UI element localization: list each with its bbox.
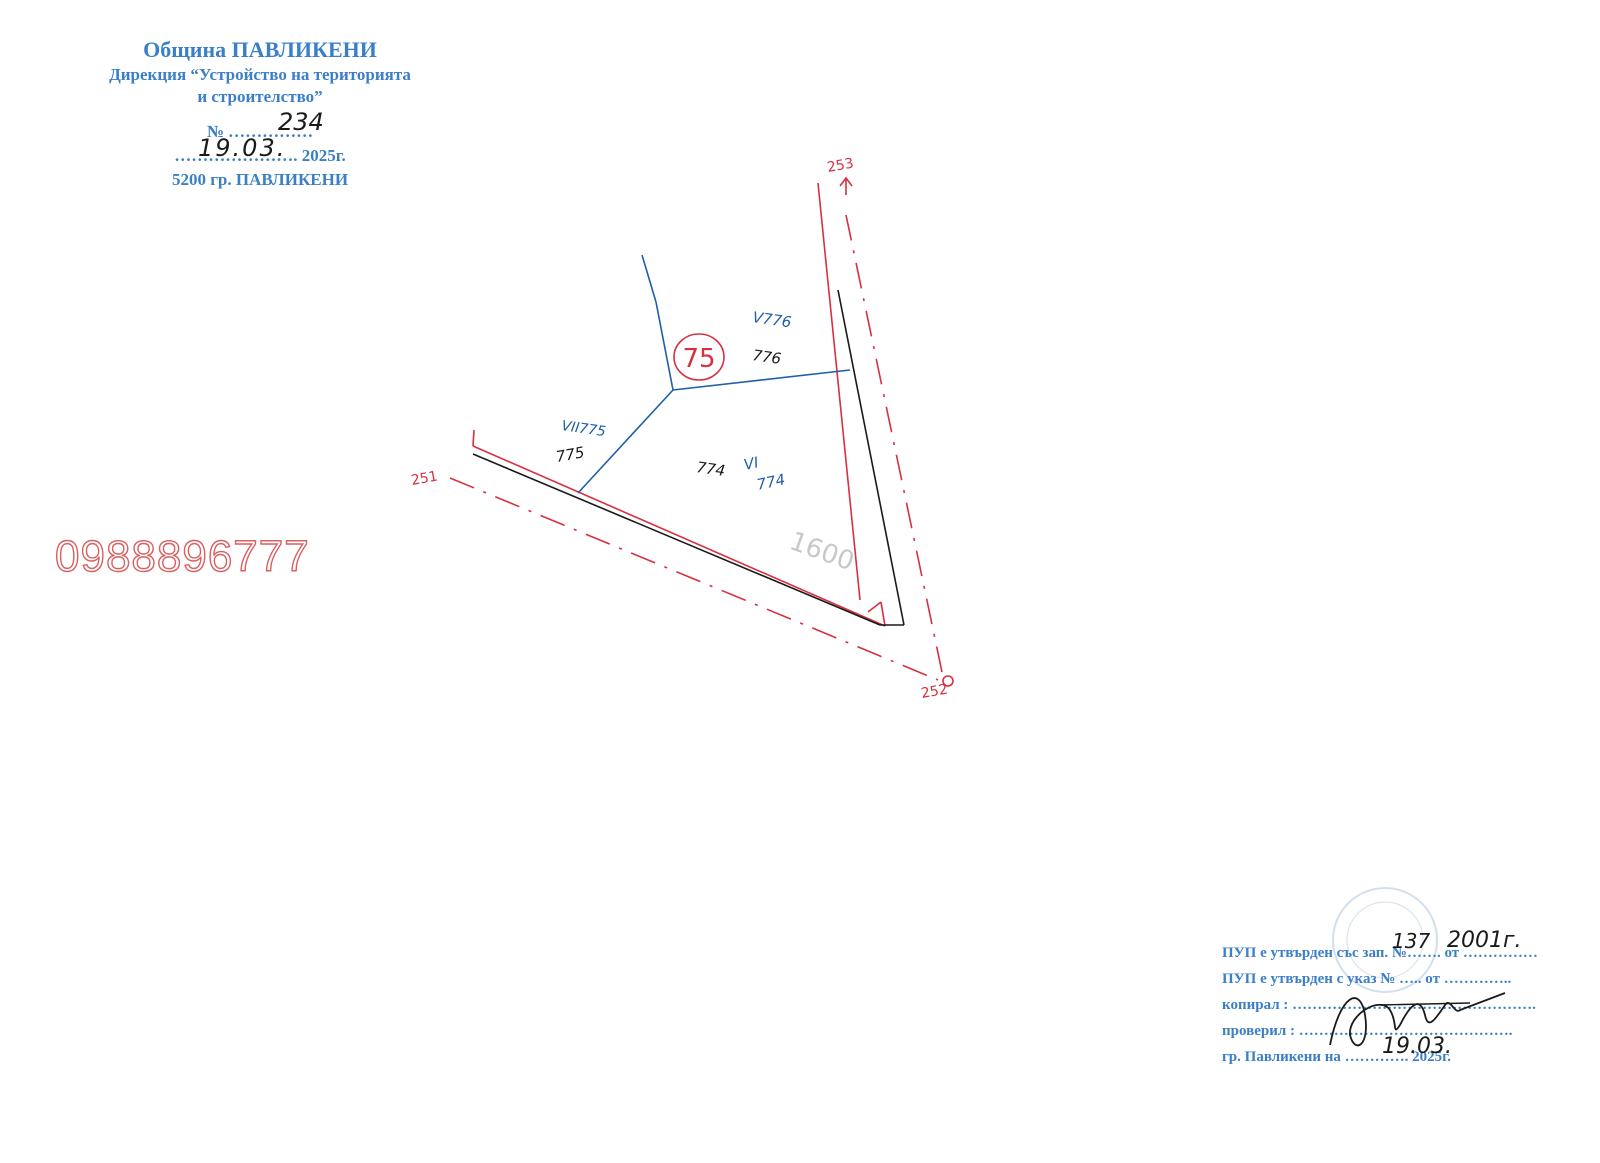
round-seal xyxy=(1332,887,1438,993)
parcel-label-vi: VI xyxy=(742,453,761,474)
approval-line-1: ПУП е утвърден със зап. №……. от …………… 13… xyxy=(1222,928,1582,966)
block-number: 75 xyxy=(682,344,715,374)
point-253-label: 253 xyxy=(826,156,855,176)
signature xyxy=(1329,992,1506,1047)
parcel-boundary-east xyxy=(837,289,905,626)
stamp-number-label: № …………… xyxy=(206,122,314,141)
approval-line-4: проверил : ……………………………………. xyxy=(1222,1023,1513,1039)
stamp-number-handwritten: 234 xyxy=(278,108,324,136)
approval-order-number: 137 xyxy=(1392,929,1431,953)
stamp-date-row: …………………. 2025г. 19.03. xyxy=(40,136,480,168)
parcel-boundary-south xyxy=(472,453,881,626)
phone-watermark: 0988896777 xyxy=(54,531,310,581)
stamp-line-1: Община ПАВЛИКЕНИ xyxy=(143,37,377,62)
point-251-label: 251 xyxy=(410,469,439,489)
point-252-label: 252 xyxy=(920,682,949,702)
stamp-line-3: и строителство” xyxy=(197,87,323,106)
approval-line-2: ПУП е утвърден с указ № ….. от ………….. xyxy=(1222,971,1512,987)
corner-mark-2 xyxy=(880,601,886,627)
approval-handwritten-date: 19.03. xyxy=(1382,1034,1452,1059)
municipality-stamp: Община ПАВЛИКЕНИ Дирекция “Устройство на… xyxy=(40,36,480,192)
parcel-label-v776: V776 xyxy=(751,308,792,331)
parcel-area: 1600 xyxy=(786,526,858,577)
corner-mark-1 xyxy=(867,601,882,613)
red-line-south xyxy=(472,445,886,627)
parcel-number-776: 776 xyxy=(751,346,782,368)
axis-line-east xyxy=(845,214,943,673)
approval-line-5: гр. Павликени на …………. 2025г. 19.03. xyxy=(1222,1034,1582,1070)
parcel-number-774: 774 xyxy=(695,458,726,480)
approval-order-text: ПУП е утвърден със зап. №……. от …………… xyxy=(1222,945,1538,961)
parcel-line-north xyxy=(641,254,657,303)
arrow-253-head xyxy=(839,176,853,187)
parcel-number-775: 775 xyxy=(555,443,586,466)
parcel-line-southwest xyxy=(577,389,674,494)
point-252-marker xyxy=(942,675,954,687)
approval-place-date: гр. Павликени на …………. 2025г. xyxy=(1222,1049,1452,1065)
parcel-line-north-2 xyxy=(655,301,674,391)
red-line-tick xyxy=(472,429,475,447)
stamp-date-label: …………………. 2025г. xyxy=(174,146,346,165)
parcel-label-vii775: VII775 xyxy=(560,418,606,440)
stamp-address: 5200 гр. ПАВЛИКЕНИ xyxy=(171,170,349,189)
stamp-date-handwritten: 19.03. xyxy=(198,134,287,162)
approval-order-date: 2001г. xyxy=(1447,928,1522,953)
block-number-circle xyxy=(673,333,725,381)
parcel-line-east xyxy=(672,369,851,391)
parcel-label-vi-774: 774 xyxy=(755,470,787,494)
stamp-line-2: Дирекция “Устройство на територията xyxy=(109,65,411,84)
axis-line-south xyxy=(449,477,939,681)
stamp-number-row: № …………… 234 xyxy=(40,110,480,144)
red-line-east xyxy=(817,182,861,601)
